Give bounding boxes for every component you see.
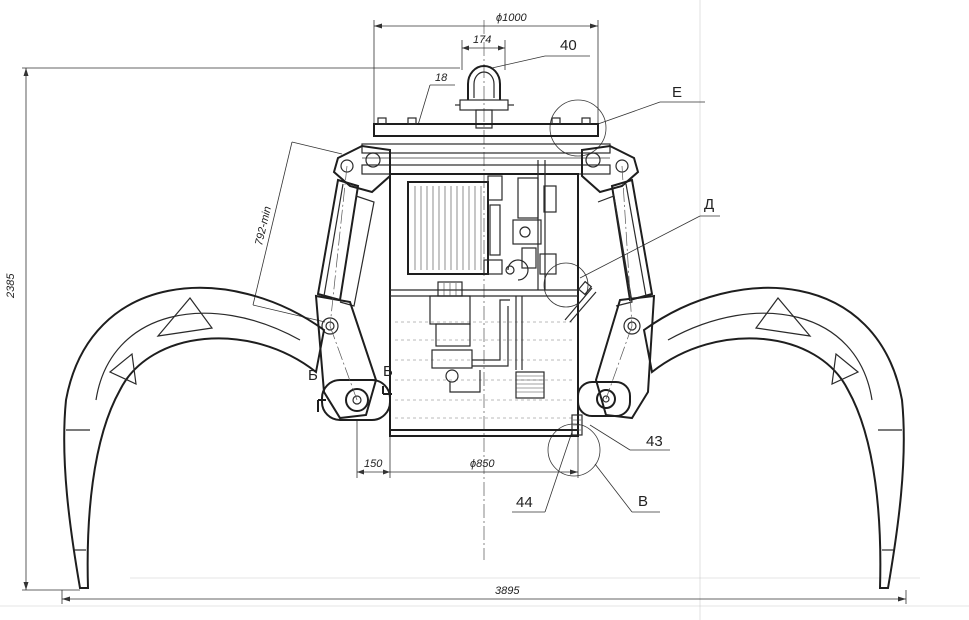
oil-fill <box>395 321 575 419</box>
right-jaw <box>642 286 905 589</box>
leader-view-D: Д <box>543 196 720 308</box>
pos-44-label: 44 <box>516 494 533 511</box>
valve-block <box>505 160 557 370</box>
dim-bolt-label: 18 <box>435 72 448 84</box>
right-upper-bracket <box>581 144 640 194</box>
dim-stroke-length-label: 792-min <box>253 205 274 246</box>
right-link-centerline <box>605 325 633 400</box>
lifting-shackle <box>455 65 514 129</box>
dim-span-label: 3895 <box>495 585 520 597</box>
right-jaw-pivot <box>577 381 631 417</box>
leader-position-43: 43 <box>589 424 670 451</box>
left-upper-bracket <box>332 144 391 194</box>
left-hydraulic-cylinder <box>316 178 375 307</box>
dimension-shackle-width: 174 <box>461 34 506 70</box>
electric-motor <box>407 175 503 275</box>
left-link-centerline <box>329 325 358 401</box>
dim-tank-diameter-label: ϕ850 <box>470 458 495 470</box>
view-V-label: В <box>638 493 648 510</box>
left-jaw <box>63 286 326 589</box>
dim-top-width-label: ϕ1000 <box>496 12 527 24</box>
leader-view-V: В <box>547 423 660 513</box>
right-hydraulic-cylinder <box>597 178 654 307</box>
pos-40-label: 40 <box>560 37 577 54</box>
right-cylinder-centerline <box>621 165 633 327</box>
left-jaw-pivot: Б Б <box>308 363 393 421</box>
dimension-total-height: 2385 <box>5 67 460 591</box>
view-D-label: Д <box>704 196 714 213</box>
breather-sensor <box>564 280 597 323</box>
leader-bolt-18: 18 <box>417 72 455 126</box>
section-b-right: Б <box>383 363 393 380</box>
dimension-offset: 150 <box>356 420 391 478</box>
dimension-tank-diameter: ϕ850 <box>390 435 579 478</box>
drain-plug <box>571 414 583 436</box>
dim-offset-label: 150 <box>364 458 383 470</box>
leader-position-40: 40 <box>491 37 590 69</box>
leader-view-E: E <box>549 84 705 157</box>
left-cylinder-centerline <box>329 165 348 327</box>
pos-43-label: 43 <box>646 433 663 450</box>
dimension-span: 3895 <box>61 585 907 604</box>
hydraulic-pump <box>429 281 510 393</box>
view-E-label: E <box>672 84 682 101</box>
filter-element <box>515 371 545 399</box>
upper-crossbar <box>361 143 611 175</box>
dimension-top-width: ϕ1000 <box>373 12 599 125</box>
dim-total-height-label: 2385 <box>5 273 17 299</box>
section-b-left: Б <box>308 367 318 384</box>
dim-shackle-width-label: 174 <box>473 34 491 46</box>
right-lower-link <box>594 294 656 420</box>
top-cover-plate <box>373 117 599 137</box>
